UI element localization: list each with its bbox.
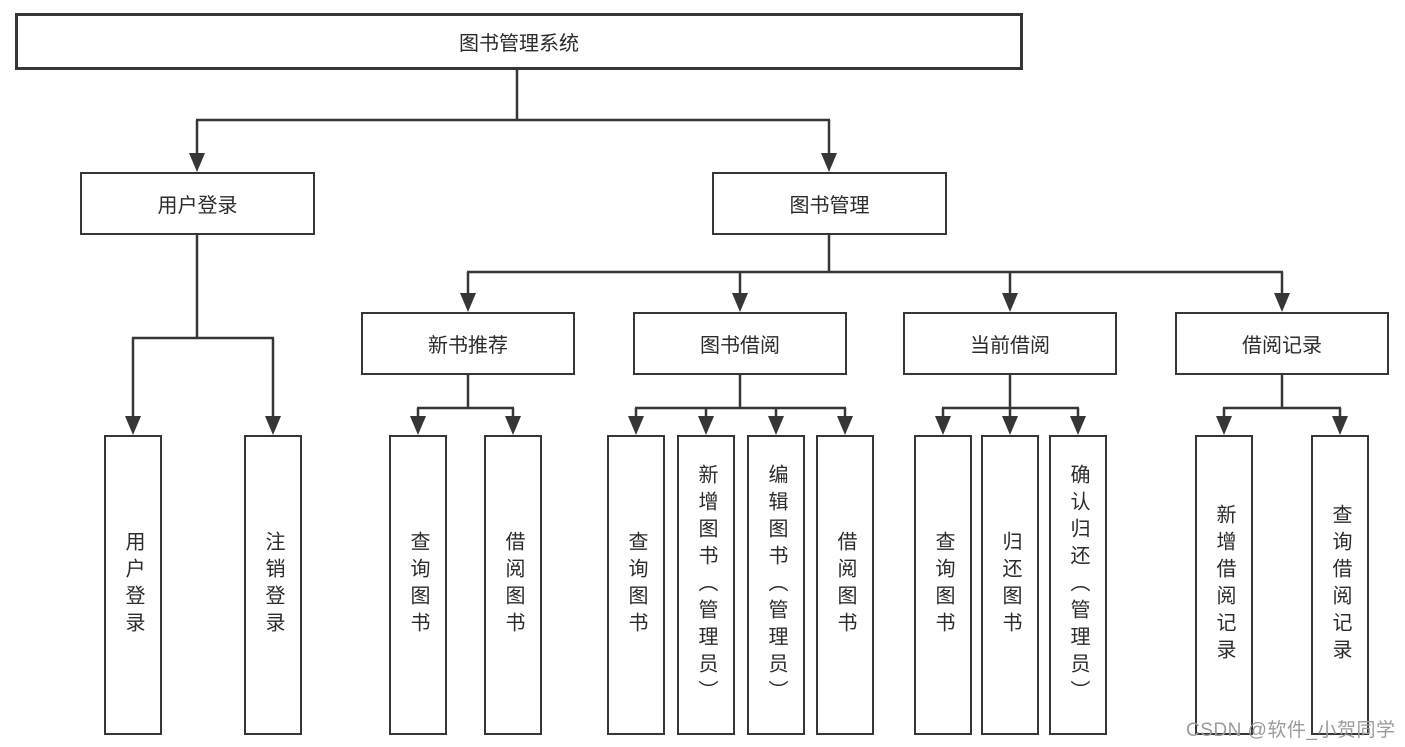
arrowhead [125,416,141,435]
node-borrowing-records: 借阅记录 [1175,312,1389,375]
arrowhead [1274,293,1290,312]
leaf-label: 查询图书 [407,531,429,639]
leaf-label: 确认归还（管理员） [1067,463,1089,707]
leaf-add-books-admin: 新增图书（管理员） [677,435,735,735]
leaf-label: 用户登录 [122,531,144,639]
arrowhead [410,416,426,435]
leaf-query-borrow-record: 查询借阅记录 [1311,435,1369,735]
arrowhead [628,416,644,435]
leaf-label: 新增借阅记录 [1213,504,1235,666]
leaf-borrow-books: 借阅图书 [816,435,874,735]
leaf-query-books-recommend: 查询图书 [389,435,447,735]
leaf-label: 查询借阅记录 [1329,504,1351,666]
leaf-label: 借阅图书 [502,531,524,639]
leaf-confirm-return-admin: 确认归还（管理员） [1049,435,1107,735]
leaf-query-books-current: 查询图书 [914,435,972,735]
leaf-label: 查询图书 [932,531,954,639]
node-book-borrowing: 图书借阅 [633,312,847,375]
leaf-label: 借阅图书 [834,531,856,639]
leaf-label: 新增图书（管理员） [695,463,717,707]
arrowhead [837,416,853,435]
leaf-label: 查询图书 [625,531,647,639]
arrowhead [460,293,476,312]
arrowhead [1332,416,1348,435]
arrowhead [1002,293,1018,312]
arrowhead [768,416,784,435]
node-user-login-branch: 用户登录 [80,172,315,235]
node-label: 图书管理 [789,195,870,217]
node-current-borrowing: 当前借阅 [903,312,1117,375]
node-label: 图书管理系统 [459,33,579,55]
node-label: 图书借阅 [700,335,780,357]
arrowhead [821,153,837,172]
node-label: 借阅记录 [1242,335,1322,357]
leaf-borrow-books-recommend: 借阅图书 [484,435,542,735]
leaf-logout: 注销登录 [244,435,302,735]
leaf-add-borrow-record: 新增借阅记录 [1195,435,1253,735]
arrowhead [505,416,521,435]
leaf-user-login: 用户登录 [104,435,162,735]
leaf-label: 注销登录 [262,531,284,639]
node-label: 用户登录 [157,195,238,217]
leaf-label: 归还图书 [999,531,1021,639]
arrowhead [935,416,951,435]
arrowhead [189,153,205,172]
leaf-query-books-borrowing: 查询图书 [607,435,665,735]
arrowhead [1216,416,1232,435]
arrowhead [265,416,281,435]
csdn-watermark: CSDN @软件_小贺同学 [1186,720,1396,741]
node-library-management-system: 图书管理系统 [15,13,1023,70]
arrowhead [1070,416,1086,435]
arrowhead [698,416,714,435]
node-new-book-recommendation: 新书推荐 [361,312,575,375]
leaf-return-books: 归还图书 [981,435,1039,735]
arrowhead [732,293,748,312]
arrowhead [1002,416,1018,435]
node-label: 当前借阅 [970,335,1050,357]
leaf-edit-books-admin: 编辑图书（管理员） [747,435,805,735]
node-book-management-branch: 图书管理 [712,172,947,235]
leaf-label: 编辑图书（管理员） [765,463,787,707]
node-label: 新书推荐 [428,335,508,357]
